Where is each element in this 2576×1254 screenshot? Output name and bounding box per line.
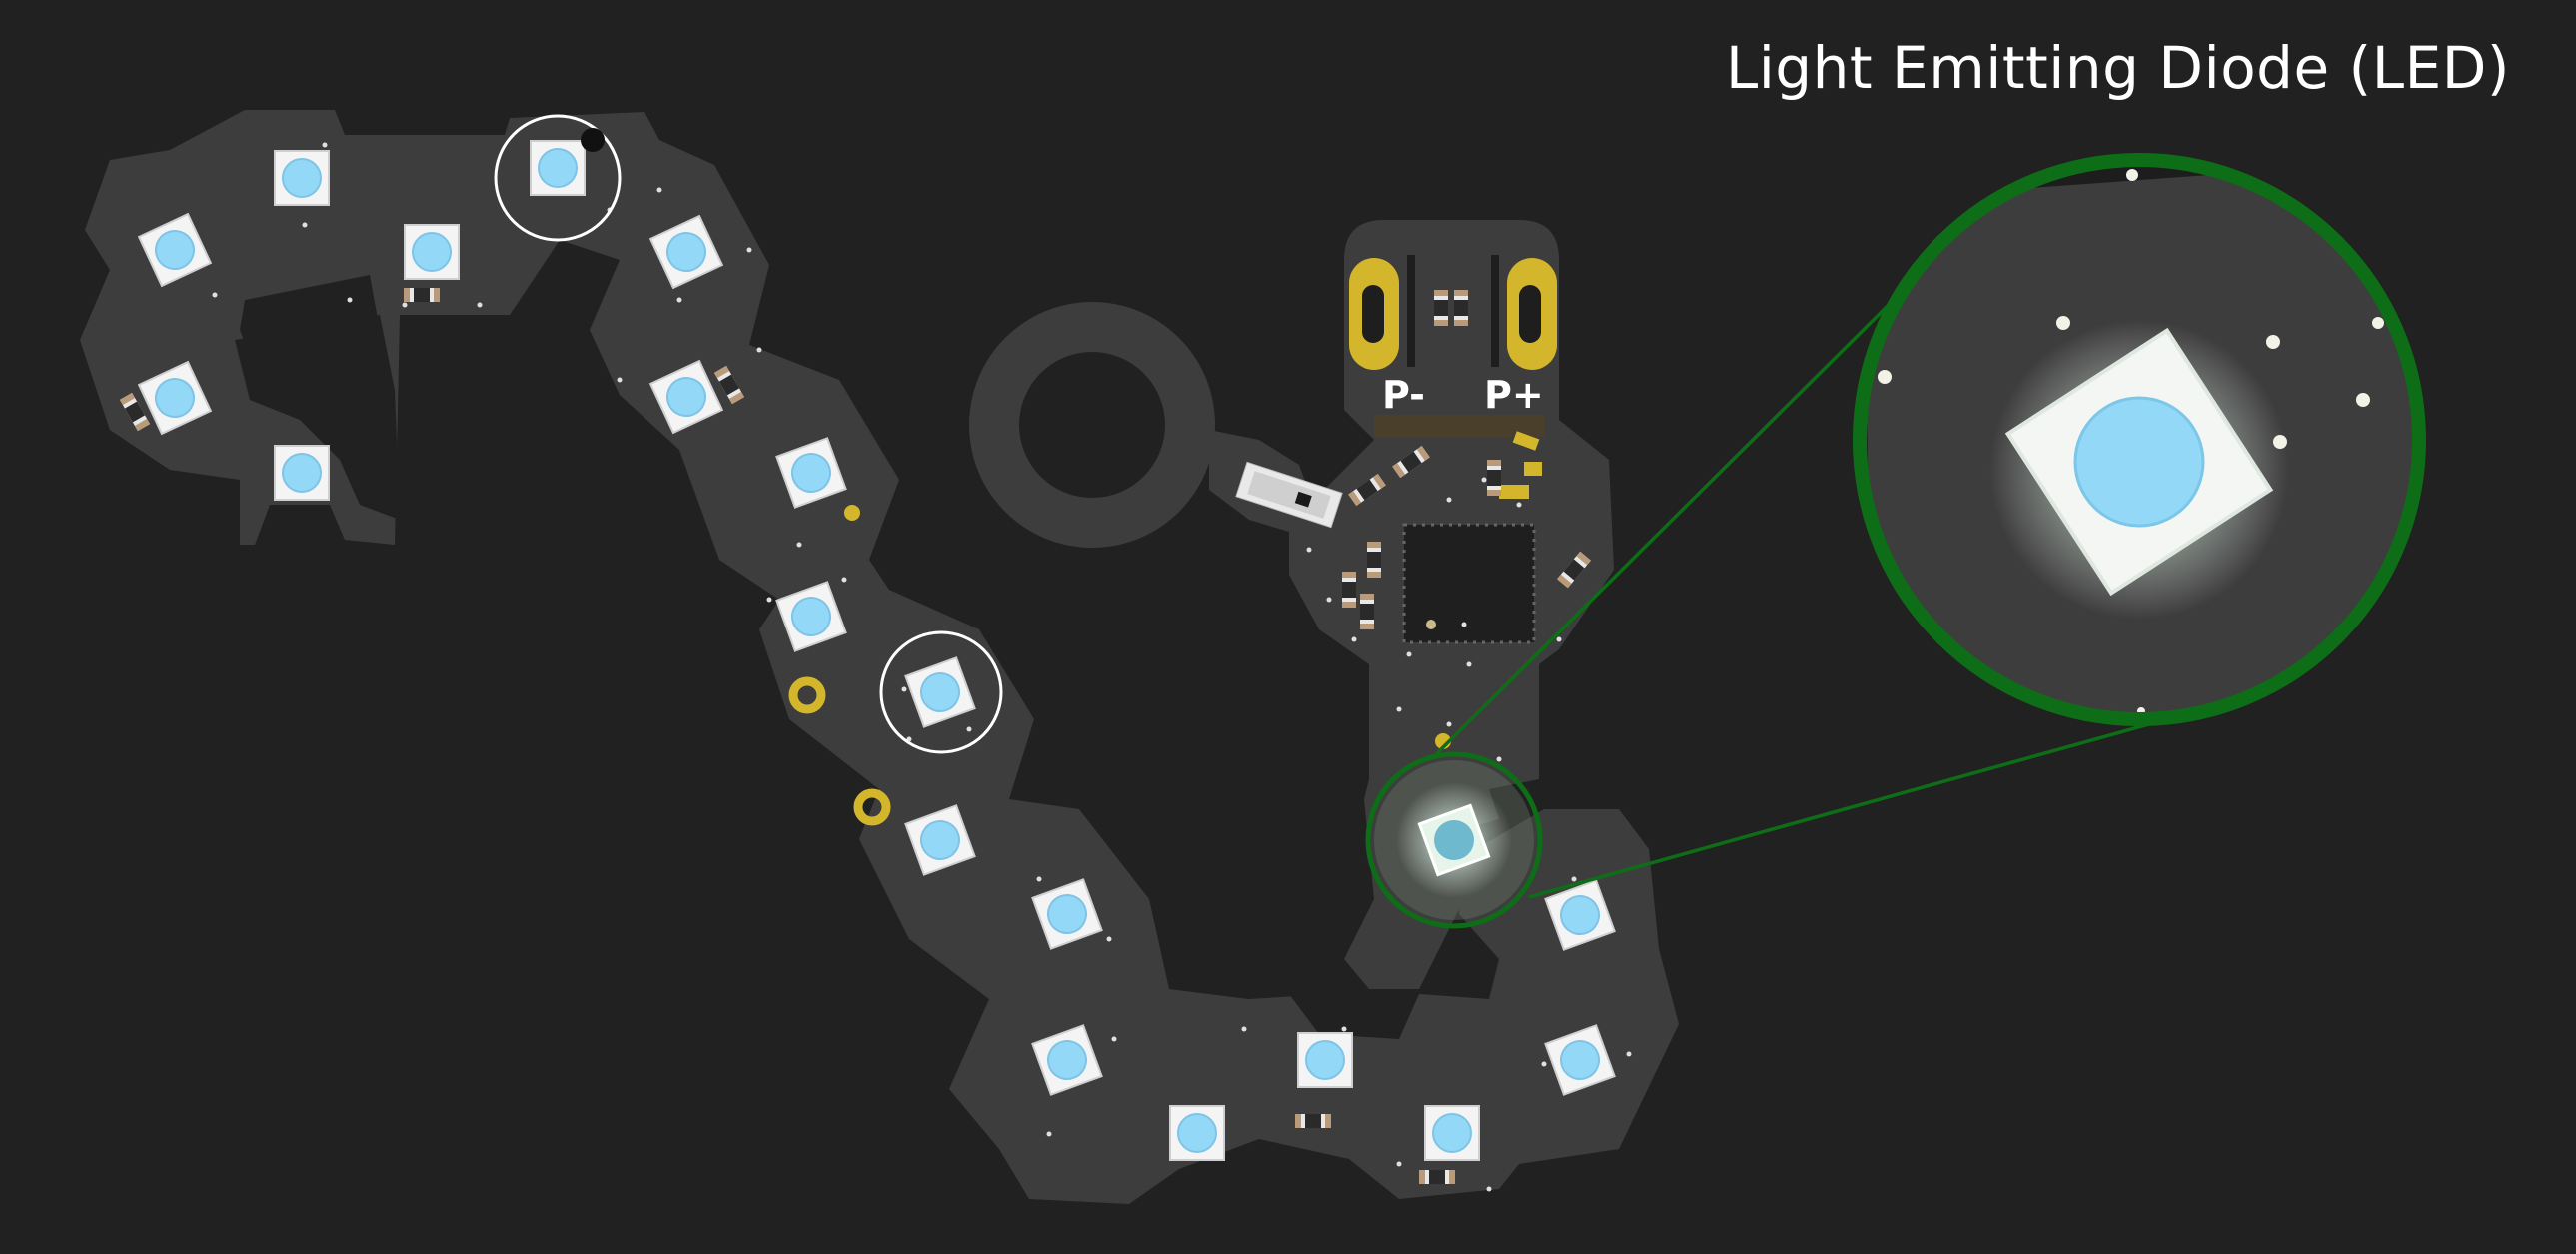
pad-label-positive: P+: [1484, 373, 1544, 417]
microcontroller-chip-icon: [1402, 523, 1536, 644]
led-icon: [274, 445, 330, 501]
led-icon: [1297, 1032, 1353, 1088]
gold-vias: [788, 431, 1542, 826]
marker-rings: [494, 114, 1003, 754]
slide-switch: [1235, 461, 1343, 529]
diagram-title: Light Emitting Diode (LED): [1725, 34, 2510, 102]
keyring-mount: [969, 302, 1319, 548]
led-icon: [404, 224, 460, 280]
led-icon: [530, 140, 586, 196]
led-icon: [274, 150, 330, 206]
led-icon: [1169, 1105, 1225, 1161]
orientation-dot: [581, 128, 605, 152]
highlighted-led: [1365, 751, 1543, 929]
small-vias: [212, 142, 1632, 1192]
battery-pads: P- P+: [1349, 255, 1557, 437]
magnifier-callout-icon: [1434, 303, 2182, 899]
pad-label-negative: P-: [1382, 373, 1425, 417]
led-icon: [1424, 1105, 1480, 1161]
zoom-view: [1853, 153, 2426, 726]
